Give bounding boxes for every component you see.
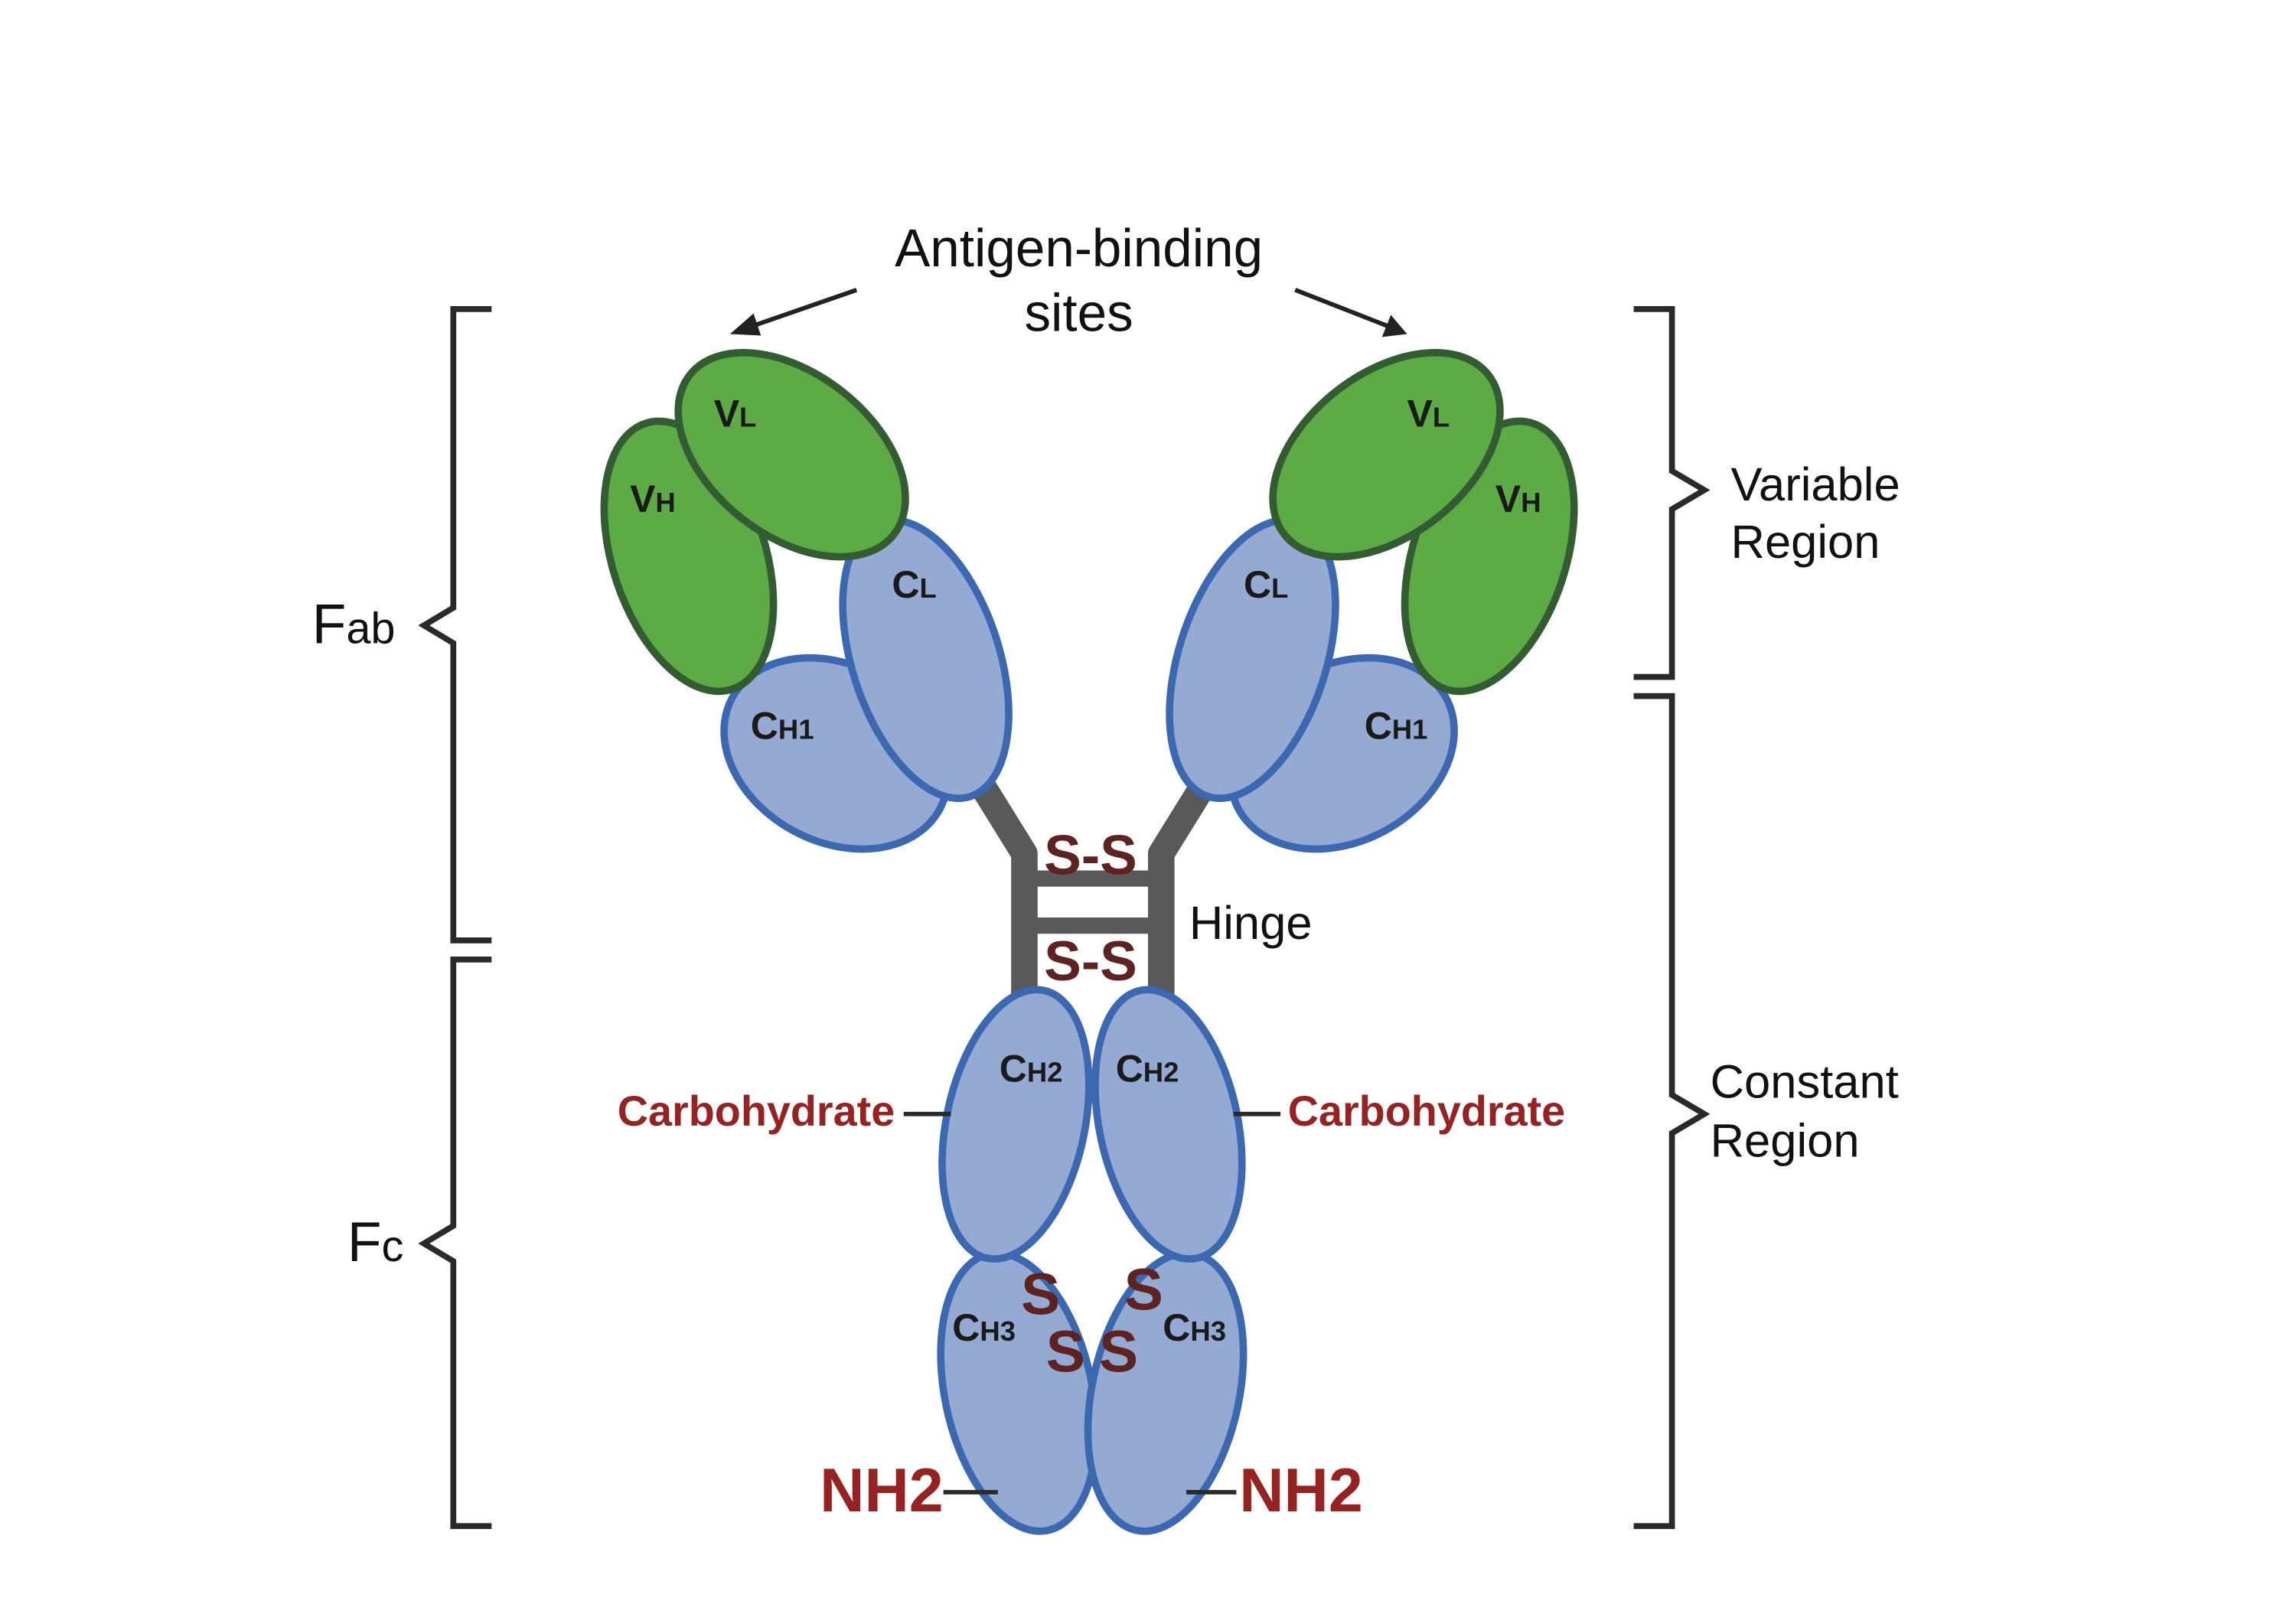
vl-label-left: VL — [714, 393, 757, 435]
nh2-label-left: NH2 — [820, 1456, 944, 1525]
arrow-left-icon — [729, 288, 858, 336]
cl-label-left: CL — [892, 563, 936, 606]
constant-region-label-line2: Region — [1711, 1115, 1860, 1168]
ch3-label-right: CH3 — [1163, 1306, 1226, 1349]
fc-label: Fc — [347, 1211, 403, 1273]
variable-region-bracket — [1633, 306, 1711, 680]
antigen-binding-label-line2: sites — [1024, 283, 1133, 343]
hinge-disulfide-label-2: S-S — [1044, 931, 1137, 993]
fab-arm-left: VL VH CL CH1 — [600, 348, 1013, 853]
ch1-label-left: CH1 — [751, 704, 814, 747]
vh-label-left: VH — [630, 478, 676, 520]
vl-domain-left — [674, 348, 909, 561]
variable-region-label: Variable — [1731, 458, 1900, 511]
hinge-heavy-chain-right — [1148, 773, 1218, 1015]
ch3-domain-right — [1084, 1249, 1247, 1535]
hinge-disulfide-label-1: S-S — [1044, 824, 1137, 886]
ch3-sulfur-3: S — [1046, 1319, 1085, 1384]
hinge-heavy-chain-left — [967, 773, 1038, 1015]
fc-bracket — [418, 957, 492, 1530]
cl-label-right: CL — [1244, 563, 1288, 606]
variable-region-label-line2: Region — [1731, 516, 1880, 569]
ch2-label-left: CH2 — [1000, 1047, 1063, 1090]
ch1-label-right: CH1 — [1365, 704, 1428, 747]
hinge-label: Hinge — [1189, 897, 1313, 950]
fab-bracket — [418, 306, 492, 944]
ch2-label-right: CH2 — [1116, 1047, 1179, 1090]
constant-region-bracket — [1633, 693, 1711, 1530]
antigen-binding-label: Antigen-binding — [895, 218, 1263, 278]
carbohydrate-label-right: Carbohydrate — [1288, 1087, 1565, 1135]
ch2-domain-right — [1091, 986, 1246, 1263]
vl-domain-right — [1269, 348, 1504, 561]
ch2-domain-left — [938, 986, 1093, 1263]
ch3-sulfur-1: S — [1021, 1261, 1060, 1327]
arrow-right-icon — [1294, 288, 1407, 337]
fab-arm-right: VL VH CL CH1 — [1166, 348, 1578, 853]
nh2-label-right: NH2 — [1239, 1456, 1363, 1525]
ch3-label-left: CH3 — [952, 1306, 1016, 1349]
vh-label-right: VH — [1495, 478, 1541, 520]
vl-label-right: VL — [1407, 393, 1450, 435]
carbohydrate-label-left: Carbohydrate — [618, 1087, 895, 1135]
constant-region-label: Constant — [1711, 1056, 1899, 1109]
ch3-sulfur-2: S — [1124, 1257, 1163, 1323]
fab-label: Fab — [312, 593, 396, 655]
ch3-sulfur-4: S — [1099, 1319, 1138, 1384]
